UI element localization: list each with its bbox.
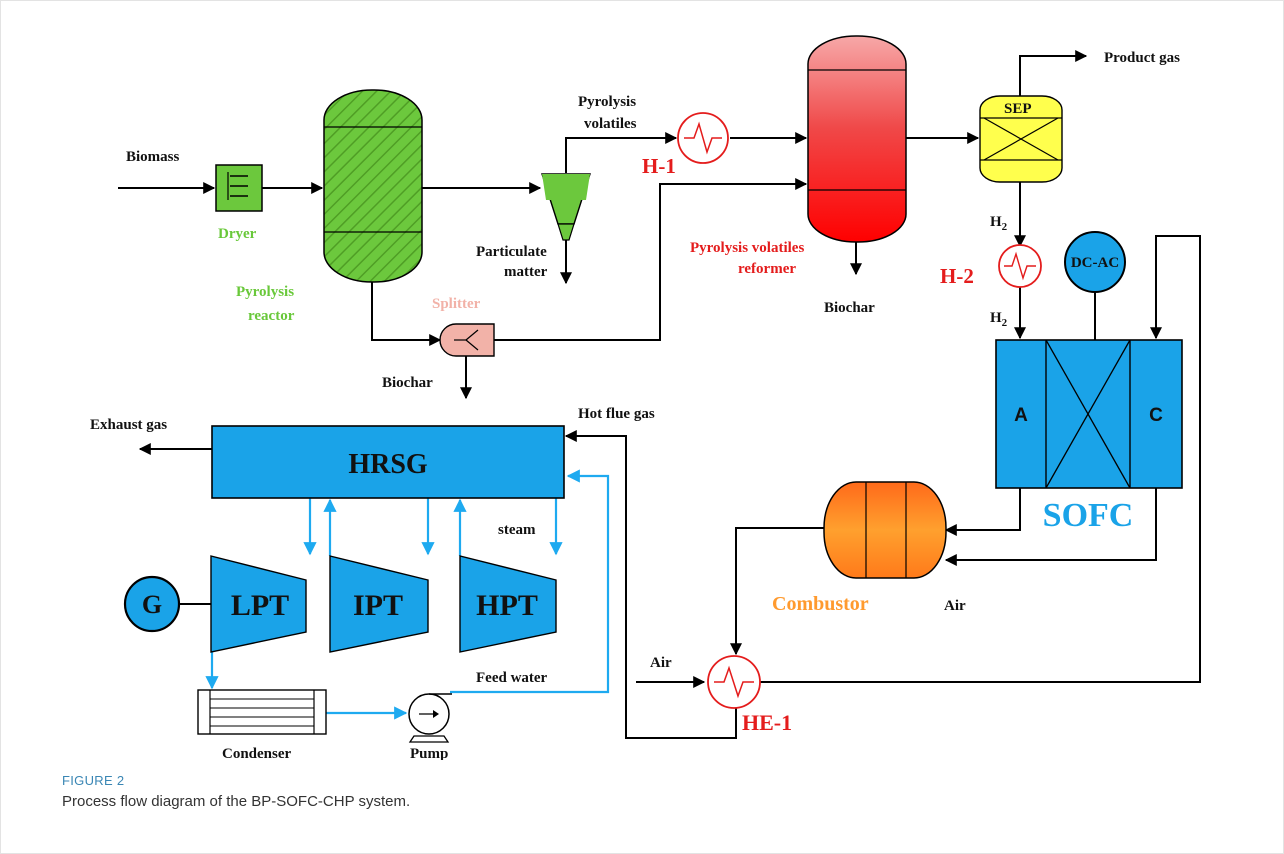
combustor-to-he1 xyxy=(730,527,824,656)
label-product-gas: Product gas xyxy=(1104,50,1180,66)
label-lpt: LPT xyxy=(231,589,289,622)
reactor-to-splitter xyxy=(371,280,442,346)
label-air-left: Air xyxy=(650,655,672,671)
pyrolysis-reactor-unit xyxy=(323,89,423,283)
label-h2-bottom: H2 xyxy=(990,310,1008,329)
pump-unit xyxy=(408,693,452,743)
volatiles-to-h1 xyxy=(565,132,678,173)
reformer-unit xyxy=(807,35,907,243)
label-pyrolysis-reactor-2: reactor xyxy=(248,308,295,324)
sep-unit xyxy=(979,95,1063,183)
cathode-to-combustor xyxy=(944,488,1157,566)
label-reformer-1: Pyrolysis volatiles xyxy=(690,240,804,256)
process-lines xyxy=(118,50,1201,739)
label-biomass: Biomass xyxy=(126,149,180,165)
label-he1: HE-1 xyxy=(742,710,792,735)
label-hpt: HPT xyxy=(476,589,538,622)
label-dcac: DC-AC xyxy=(1071,255,1119,271)
h1-exchanger xyxy=(677,112,729,164)
steam-lines xyxy=(205,469,610,720)
label-ipt: IPT xyxy=(353,589,403,622)
label-condenser: Condenser xyxy=(222,746,292,760)
label-steam: steam xyxy=(498,522,536,538)
label-h1: H-1 xyxy=(642,154,676,178)
ipt-turbine xyxy=(329,555,429,653)
feed-water-stream xyxy=(450,469,610,694)
label-splitter: Splitter xyxy=(432,296,481,312)
he1-exchanger xyxy=(707,655,761,709)
hot-flue-gas-stream xyxy=(564,430,737,739)
label-h2-top: H2 xyxy=(990,214,1008,233)
label-anode: A xyxy=(1014,405,1028,426)
label-particulate-2: matter xyxy=(504,264,548,280)
label-pyrolysis-reactor-1: Pyrolysis xyxy=(236,284,294,300)
product-gas-out xyxy=(1019,50,1088,100)
hrsg-unit xyxy=(211,425,565,499)
label-h2-exchanger: H-2 xyxy=(940,264,974,288)
dryer-unit xyxy=(215,164,263,212)
splitter-to-reformer xyxy=(494,178,808,341)
label-air-right: Air xyxy=(944,598,966,614)
label-dryer: Dryer xyxy=(218,226,257,242)
label-hot-flue-gas: Hot flue gas xyxy=(578,406,655,422)
figure-label: FIGURE 2 xyxy=(62,773,125,788)
air-to-cathode xyxy=(760,235,1201,683)
cyclone-unit xyxy=(541,173,591,241)
dcac-unit xyxy=(1064,231,1126,293)
process-flow-diagram: Biomass Dryer Pyrolysis reactor Pyrolysi… xyxy=(90,35,1201,760)
figure-caption: Process flow diagram of the BP-SOFC-CHP … xyxy=(62,793,411,810)
label-pump: Pump xyxy=(410,746,448,760)
splitter-unit xyxy=(439,323,495,357)
hpt-turbine xyxy=(459,555,557,653)
label-sofc: SOFC xyxy=(1043,497,1134,534)
label-cathode: C xyxy=(1149,405,1163,426)
label-sep: SEP xyxy=(1004,101,1032,117)
sofc-unit xyxy=(995,339,1183,489)
label-pyrolysis-volatiles-2: volatiles xyxy=(584,116,637,132)
label-biochar-bottom: Biochar xyxy=(382,375,433,391)
label-generator: G xyxy=(142,590,162,619)
lpt-turbine xyxy=(210,555,307,653)
generator-unit xyxy=(123,575,181,633)
anode-to-combustor xyxy=(944,488,1021,536)
label-particulate-1: Particulate xyxy=(476,244,547,260)
label-combustor: Combustor xyxy=(772,593,869,615)
label-reformer-2: reformer xyxy=(738,261,796,277)
label-pyrolysis-volatiles-1: Pyrolysis xyxy=(578,94,636,110)
label-biochar-reformer: Biochar xyxy=(824,300,875,316)
label-exhaust-gas: Exhaust gas xyxy=(90,417,167,433)
condenser-unit xyxy=(197,689,327,735)
label-feed-water: Feed water xyxy=(476,670,548,686)
label-hrsg: HRSG xyxy=(348,449,428,480)
h2-exchanger xyxy=(998,244,1042,288)
combustor-unit xyxy=(823,481,947,579)
